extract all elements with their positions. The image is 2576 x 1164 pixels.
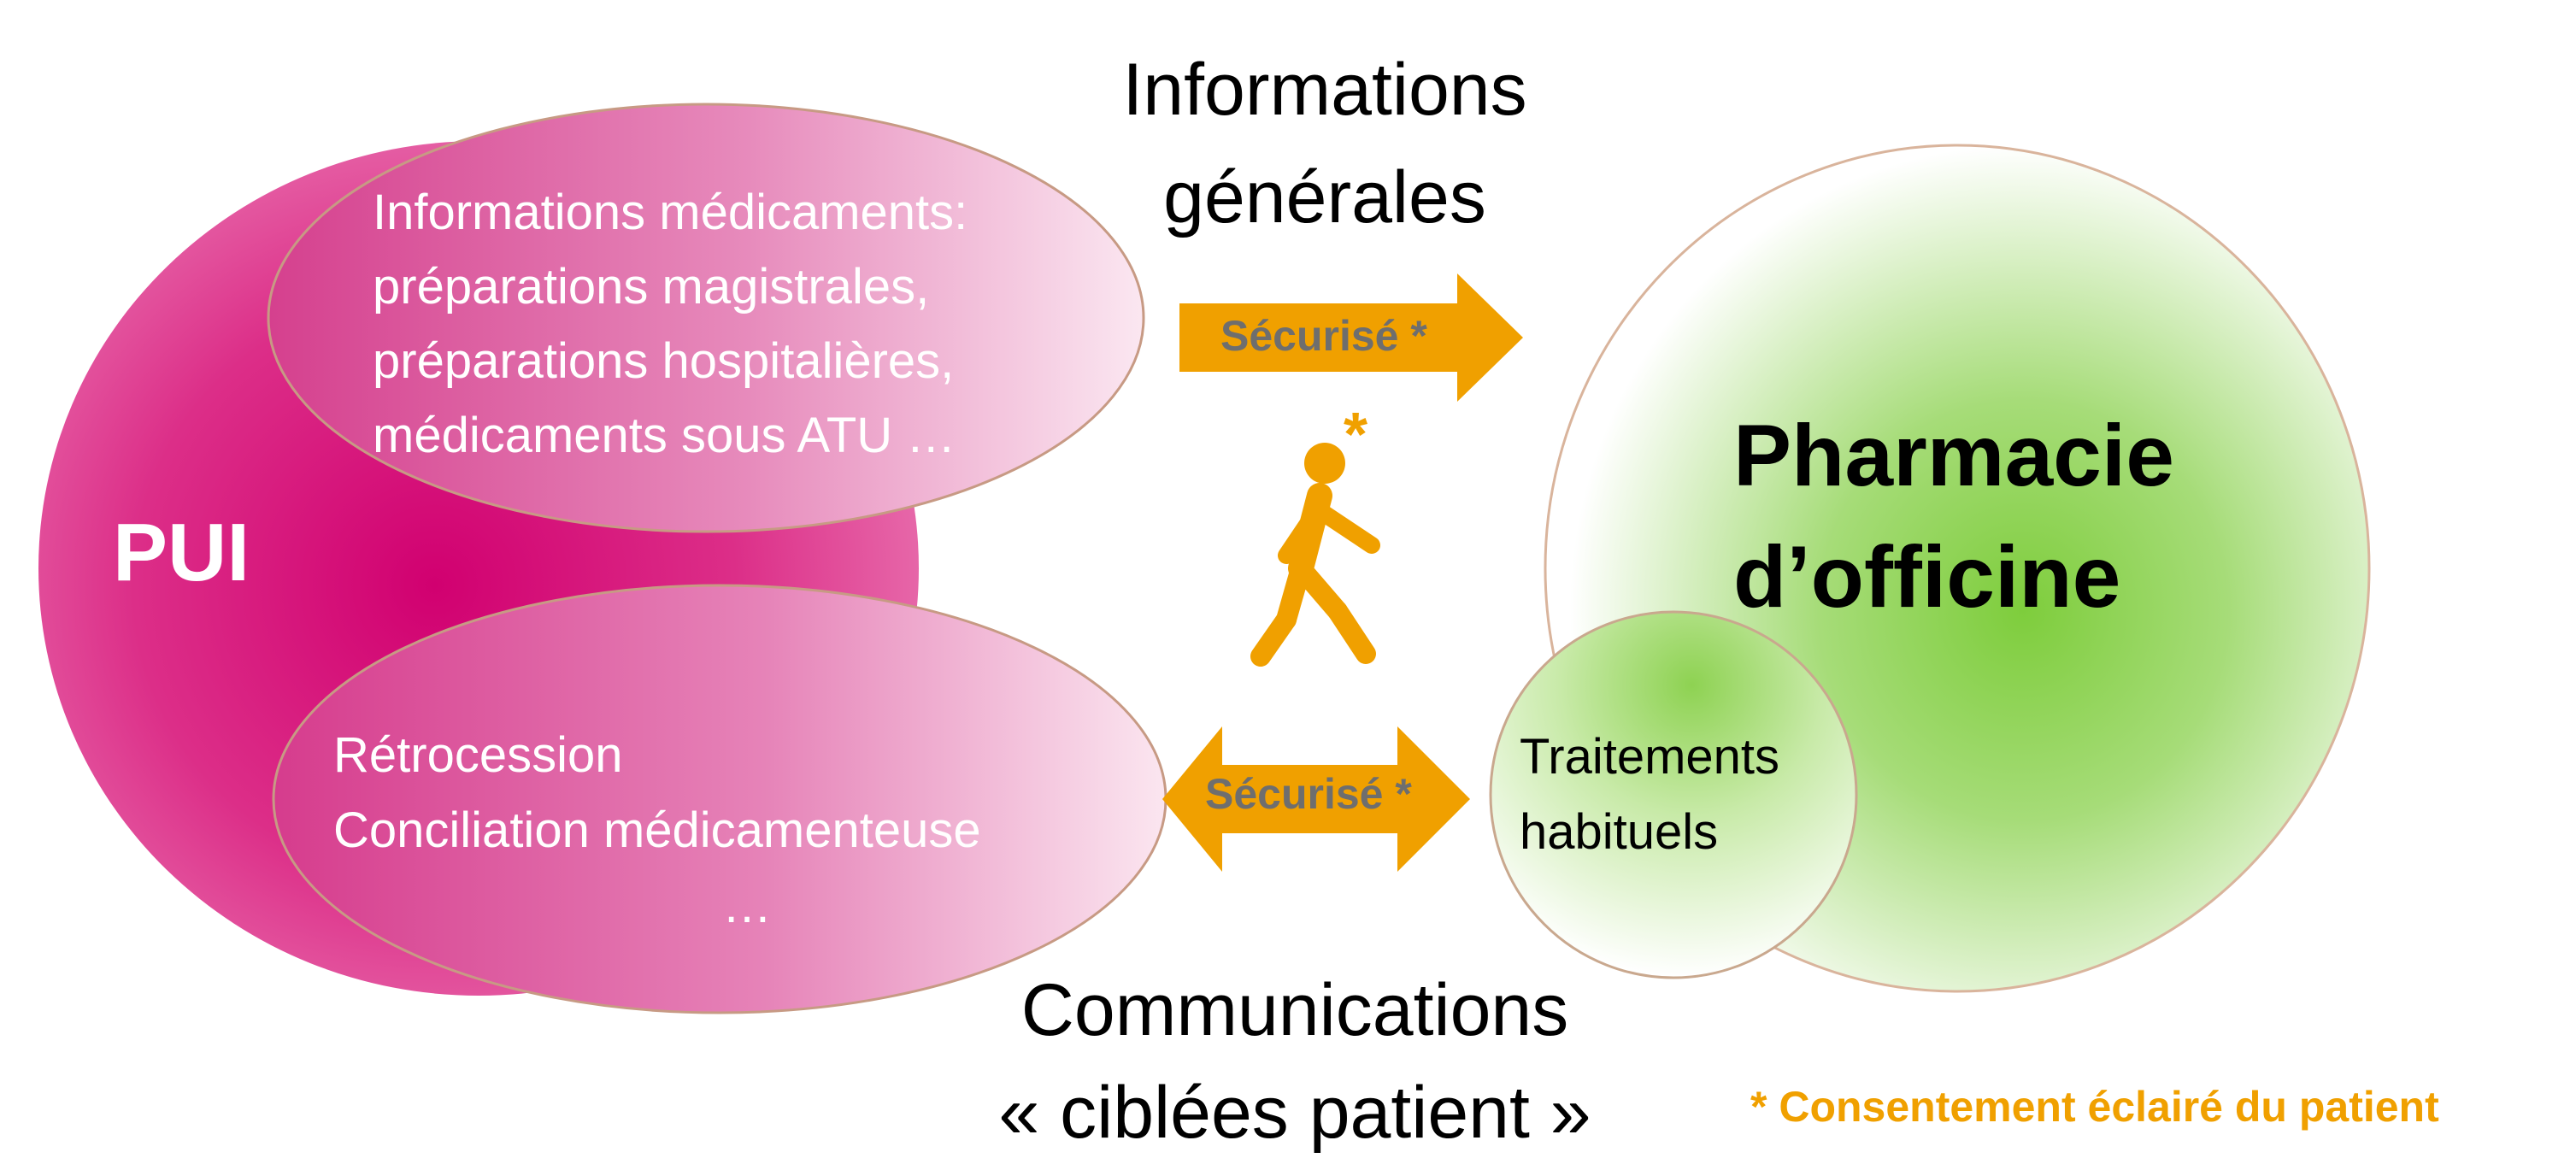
pui-label: PUI — [113, 507, 250, 598]
consent-asterisk: * — [1344, 401, 1368, 469]
treatments-text: Traitements habituels — [1520, 720, 1779, 870]
pui-top-line: Informations médicaments: — [373, 185, 968, 240]
treatments-line: Traitements — [1520, 729, 1780, 785]
pui-top-line: préparations magistrales, — [373, 259, 930, 315]
top-arrow-label: Sécurisé * — [1220, 312, 1427, 360]
officine-label-line1: Pharmacie — [1733, 407, 2174, 504]
pui-bottom-line: … — [722, 878, 772, 933]
top-title-line2: générales — [1163, 156, 1486, 238]
top-arrow — [1179, 273, 1523, 402]
top-title: Informations générales — [1094, 36, 1556, 251]
pui-bottom-bubble-text: Rétrocession Conciliation médicamenteuse… — [333, 718, 981, 944]
bottom-arrow-label: Sécurisé * — [1205, 770, 1412, 818]
pui-bottom-line: Conciliation médicamenteuse — [333, 802, 981, 858]
pui-top-line: préparations hospitalières, — [373, 333, 955, 389]
pui-top-line: médicaments sous ATU … — [373, 408, 956, 463]
treatments-line: habituels — [1520, 804, 1719, 860]
consent-footnote: * Consentement éclairé du patient — [1750, 1083, 2439, 1131]
officine-label-line2: d’officine — [1733, 528, 2121, 626]
treatments-bubble — [1489, 610, 1858, 979]
bottom-title: Communications « ciblées patient » — [940, 959, 1650, 1164]
walking-person-icon — [1250, 443, 1380, 667]
bottom-double-arrow — [1162, 726, 1470, 872]
officine-label: Pharmacie d’officine — [1733, 395, 2174, 638]
top-title-line1: Informations — [1122, 49, 1527, 131]
pui-top-bubble — [267, 103, 1145, 533]
pui-bottom-line: Rétrocession — [333, 727, 623, 783]
bottom-title-line2: « ciblées patient » — [998, 1072, 1591, 1154]
pui-top-bubble-text: Informations médicaments: préparations m… — [373, 175, 967, 473]
bottom-title-line1: Communications — [1020, 969, 1569, 1051]
